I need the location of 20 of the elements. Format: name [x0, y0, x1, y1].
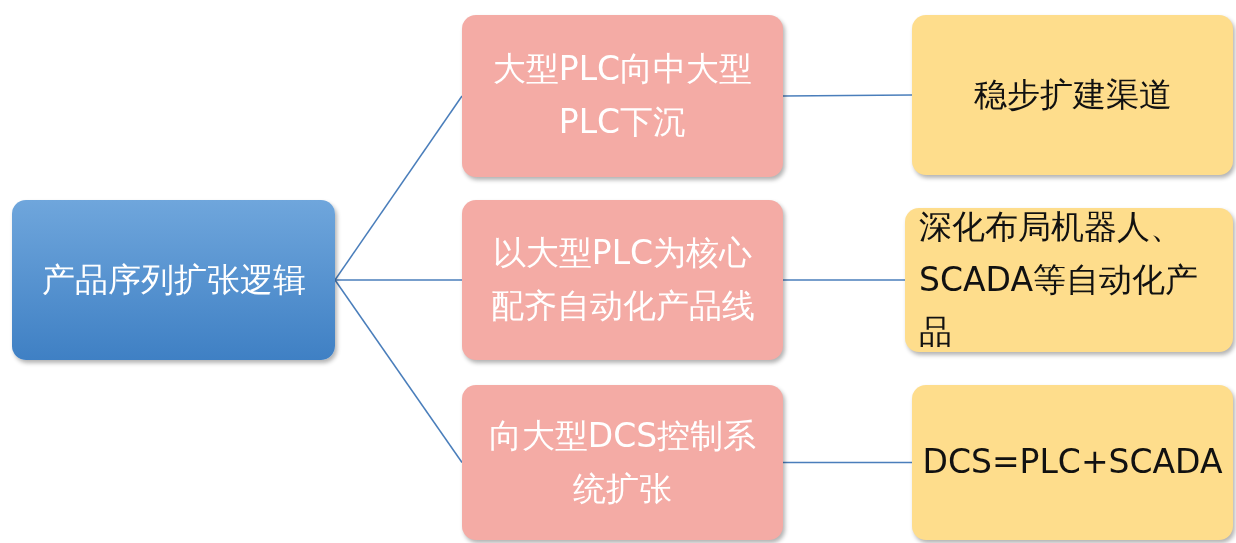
- connector-line: [782, 461, 913, 464]
- connector-line: [334, 279, 463, 464]
- process-box: [12, 200, 335, 360]
- process-box: [462, 15, 783, 177]
- box-label: 稳步扩建渠道: [973, 73, 1172, 116]
- process-box: [912, 385, 1233, 540]
- process-box: [462, 385, 783, 540]
- process-box: [912, 15, 1233, 175]
- connector-line: [334, 279, 463, 281]
- box-label: 以大型PLC为核心配齐自动化产品线: [489, 232, 756, 327]
- box-label: 大型PLC向中大型PLC下沉: [491, 48, 754, 143]
- connector-line: [782, 279, 906, 281]
- box-label: 向大型DCS控制系统扩张: [487, 414, 758, 510]
- process-box: [905, 208, 1233, 352]
- connector-line: [334, 95, 463, 281]
- process-box: [462, 200, 783, 360]
- box-label: 深化布局机器人、SCADA等自动化产品: [919, 205, 1199, 354]
- box-label: DCS=PLC+SCADA: [922, 441, 1223, 484]
- box-label: 产品序列扩张逻辑: [41, 258, 306, 301]
- connector-line: [782, 94, 913, 97]
